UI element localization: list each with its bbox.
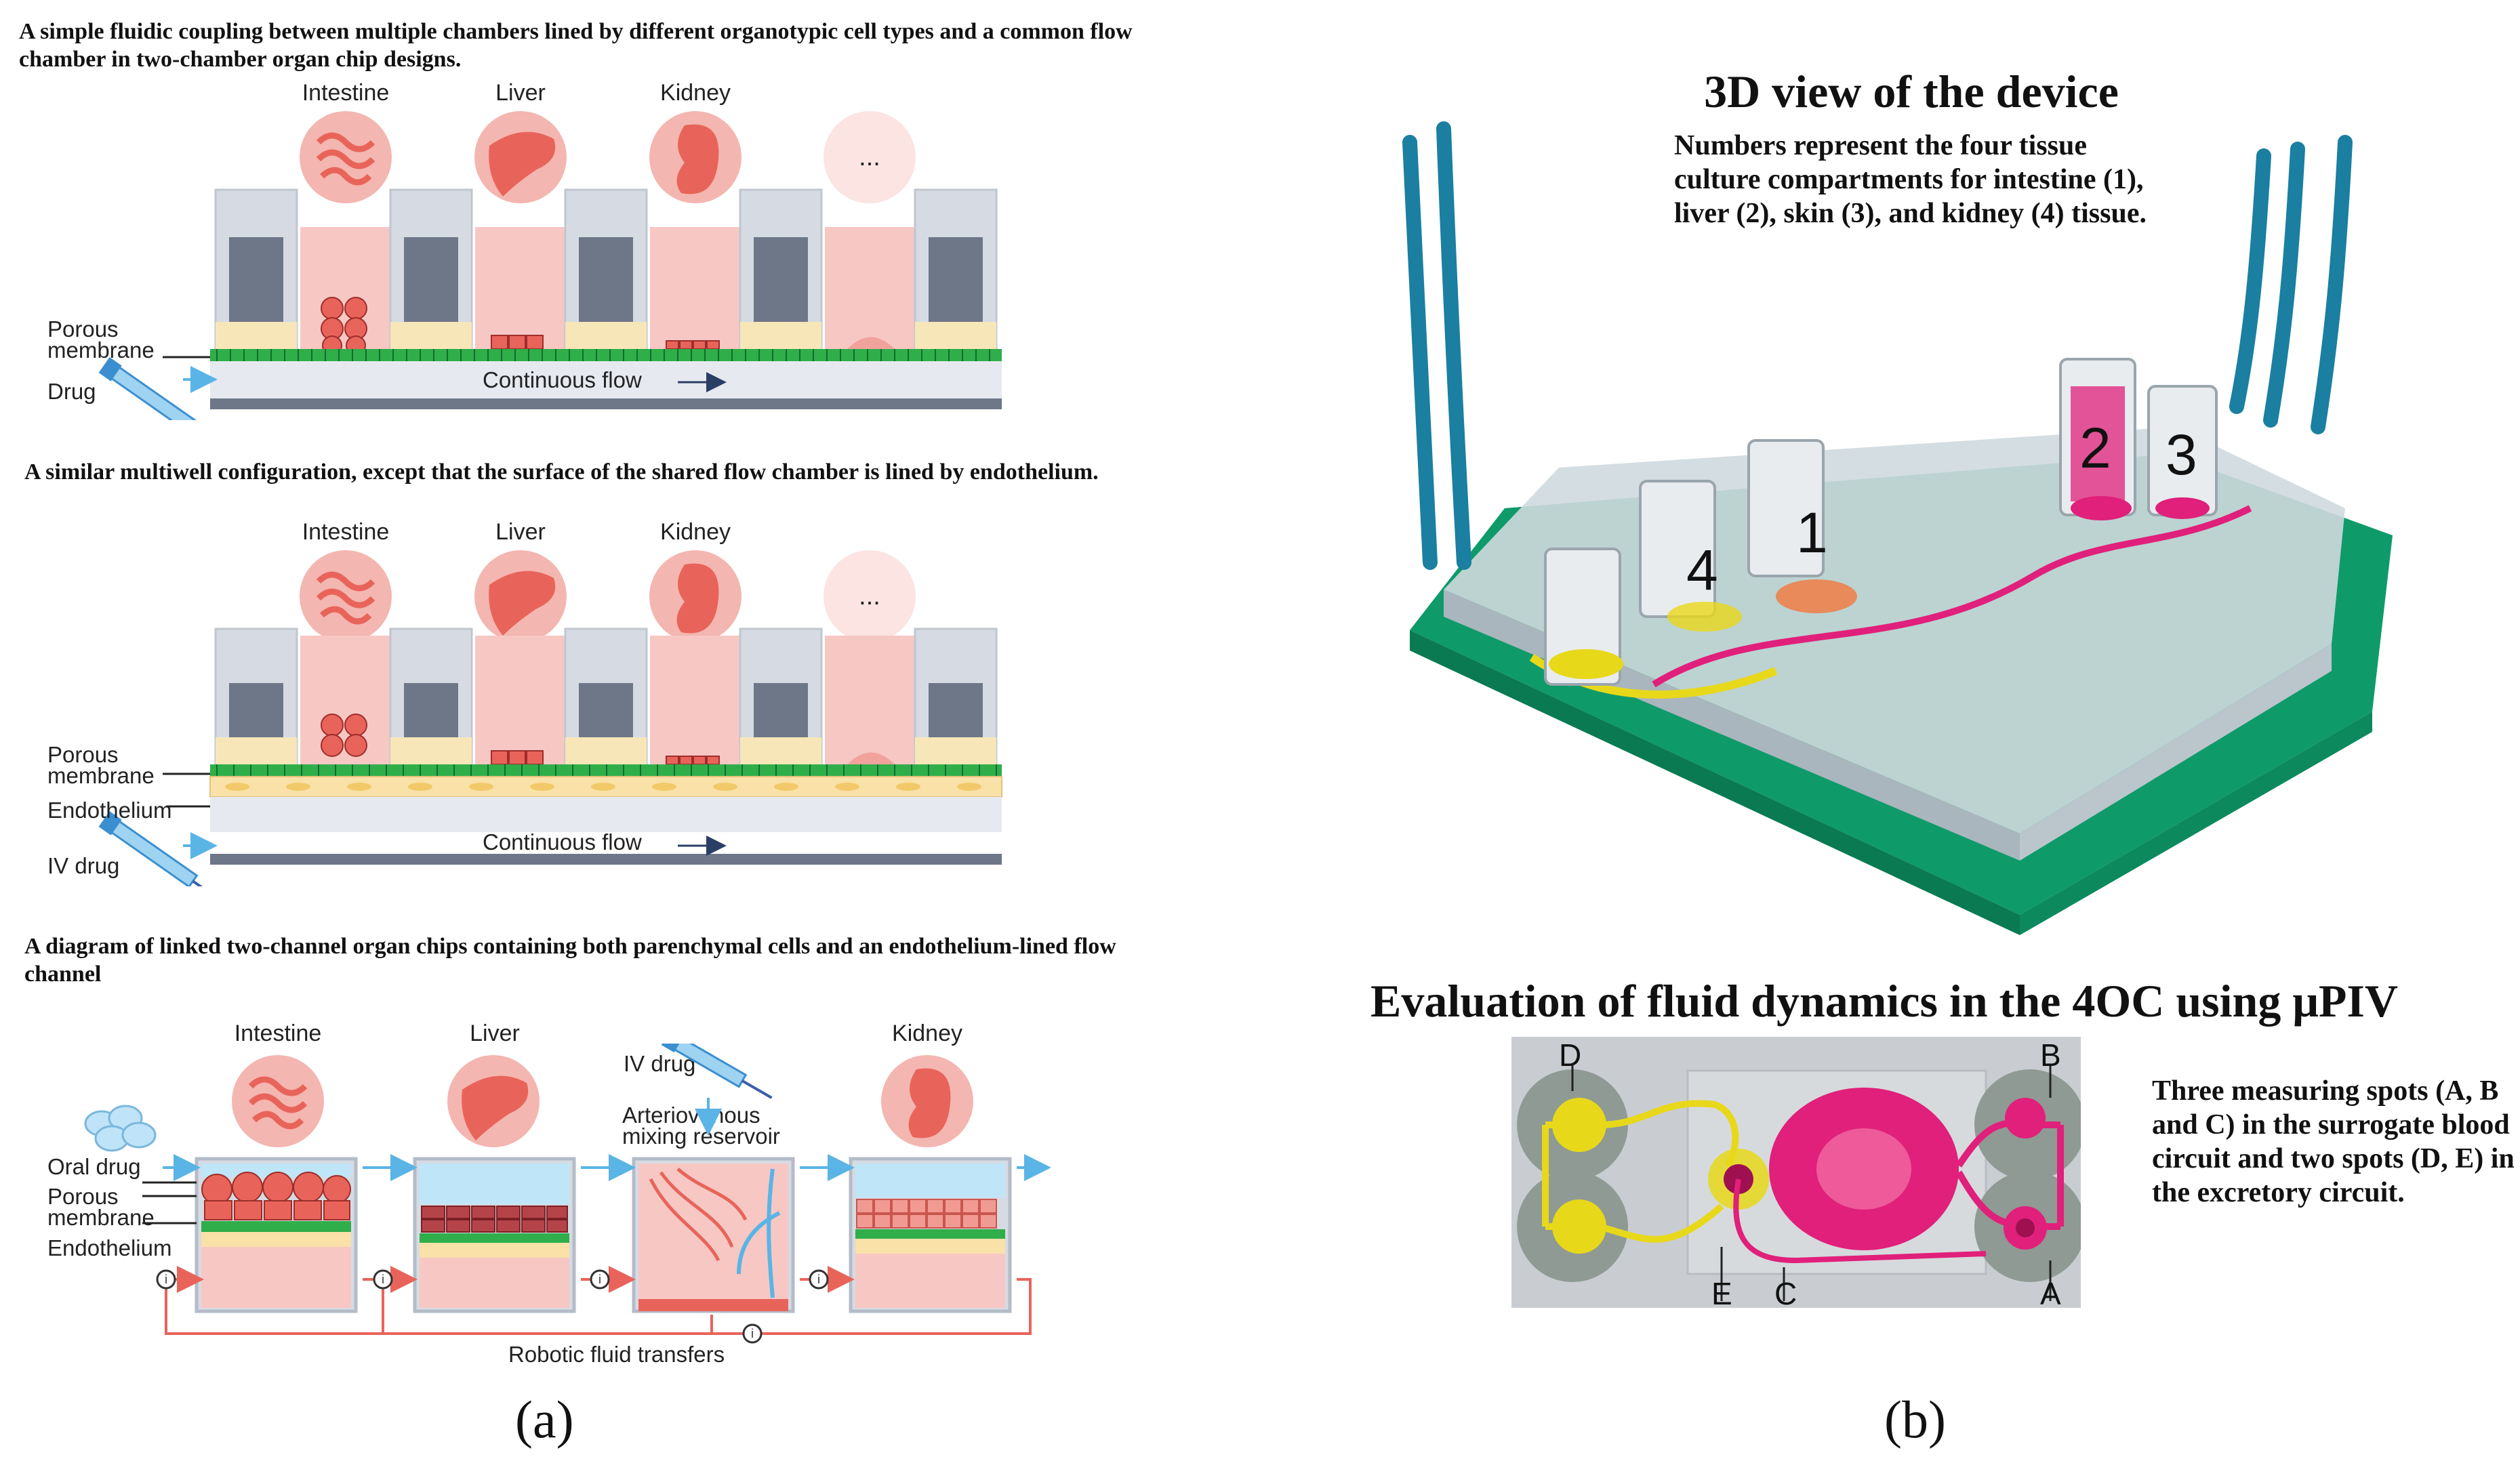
- iv-drug-label-3: IV drug: [624, 1051, 696, 1076]
- device-3d-title: 3D view of the device: [1704, 66, 2119, 117]
- kidney-icon: [649, 111, 741, 203]
- flow-label-1: Continuous flow: [483, 367, 642, 392]
- pump-symbol-1: i: [165, 1273, 167, 1286]
- flow-channel: [210, 361, 1002, 398]
- liver-icon-2: [474, 550, 567, 642]
- compartment-2-label: 2: [2079, 416, 2111, 480]
- pump-symbol-2: i: [382, 1273, 384, 1286]
- robotic-transfers-label: Robotic fluid transfers: [508, 1342, 725, 1367]
- panel-b: 3D view of the device Numbers represent …: [1288, 0, 2520, 1461]
- section2-title: A similar multiwell configuration, excep…: [24, 459, 1099, 485]
- intestine-icon: [300, 111, 392, 203]
- chip-kidney: [849, 1157, 1012, 1313]
- drug-label: Drug: [47, 379, 96, 404]
- syringe-icon: [98, 357, 199, 420]
- chip-intestine: [195, 1157, 358, 1313]
- oral-drug-label: Oral drug: [47, 1154, 141, 1179]
- oral-drug-pills-icon: [84, 1105, 157, 1152]
- liver-icon-3: [447, 1055, 540, 1147]
- chip-liver: [413, 1157, 576, 1313]
- reservoir-label: Arteriovenous mixing reservoir: [622, 1103, 780, 1149]
- piv-chip-image: [1511, 1037, 2081, 1308]
- compartment-1-label: 1: [1796, 501, 1828, 564]
- piv-spot-label-a: A: [2040, 1276, 2061, 1311]
- endothelium-label-3: Endothelium: [47, 1235, 172, 1260]
- syringe-icon-3: [661, 1044, 773, 1099]
- compartment-4-label: 4: [1686, 538, 1718, 602]
- device-3d-note: Numbers represent the four tissue cultur…: [1674, 130, 2147, 229]
- intestine-icon-3: [232, 1055, 324, 1147]
- endothelium-label: Endothelium: [47, 798, 172, 823]
- porous-membrane-strip: [210, 349, 1002, 361]
- organ-label-kidney: Kidney: [660, 80, 731, 106]
- organ-label-intestine: Intestine: [302, 80, 390, 106]
- panel-a-letter: (a): [515, 1390, 574, 1449]
- mixing-reservoir: [632, 1157, 795, 1313]
- piv-note: Three measuring spots (A, B and C) in th…: [2152, 1075, 2515, 1208]
- kidney-icon-3: [881, 1055, 973, 1147]
- pump-symbol-3: i: [598, 1273, 601, 1286]
- compartment-3-label: 3: [2166, 423, 2197, 487]
- pump-symbol-4: i: [817, 1273, 820, 1286]
- piv-spot-label-c: C: [1774, 1276, 1797, 1311]
- intestine-icon-2: [300, 550, 392, 642]
- flow-label-2: Continuous flow: [483, 829, 642, 855]
- iv-drug-label: IV drug: [47, 853, 120, 878]
- section1-title: A simple fluidic coupling between multip…: [19, 19, 1133, 72]
- more-organs-icon: [824, 111, 916, 203]
- more-organs-label: ...: [859, 143, 880, 171]
- organ-label-kidney-3: Kidney: [892, 1021, 962, 1046]
- section3-chip-diagram: i i i i i: [84, 1044, 1051, 1344]
- section1-chip-diagram: ...: [98, 111, 1002, 420]
- pump-symbols: [156, 1269, 829, 1344]
- organ-label-liver-2: Liver: [495, 519, 546, 545]
- porous-membrane-label-2: Porous membrane: [47, 742, 155, 788]
- section2-chip-diagram: ...: [98, 550, 1002, 886]
- porous-membrane-label-1: Porous membrane: [47, 316, 155, 363]
- organ-label-liver: Liver: [495, 80, 546, 106]
- section3-title: A diagram of linked two-channel organ ch…: [24, 934, 1116, 987]
- piv-title: Evaluation of fluid dynamics in the 4OC …: [1370, 975, 2398, 1027]
- organ-label-kidney-2: Kidney: [660, 519, 731, 545]
- more-organs-icon-2: [824, 550, 916, 642]
- panel-b-letter: (b): [1884, 1390, 1946, 1449]
- piv-spot-label-d: D: [1559, 1037, 1582, 1073]
- liver-icon: [474, 111, 567, 203]
- device-3d-view: 1 2 3 4: [1402, 121, 2393, 935]
- kidney-icon-2: [649, 550, 741, 642]
- organ-label-liver-3: Liver: [470, 1021, 520, 1046]
- panel-a: A simple fluidic coupling between multip…: [0, 0, 1152, 1461]
- piv-spot-label-b: B: [2040, 1037, 2061, 1073]
- porous-membrane-label-3: Porous membrane: [47, 1184, 155, 1230]
- organ-label-intestine-2: Intestine: [302, 519, 390, 545]
- more-organs-label-2: ...: [859, 582, 880, 611]
- pump-symbol-5: i: [751, 1327, 754, 1340]
- piv-spot-label-e: E: [1711, 1276, 1732, 1311]
- syringe-icon-2: [98, 811, 227, 886]
- organ-label-intestine-3: Intestine: [234, 1021, 322, 1046]
